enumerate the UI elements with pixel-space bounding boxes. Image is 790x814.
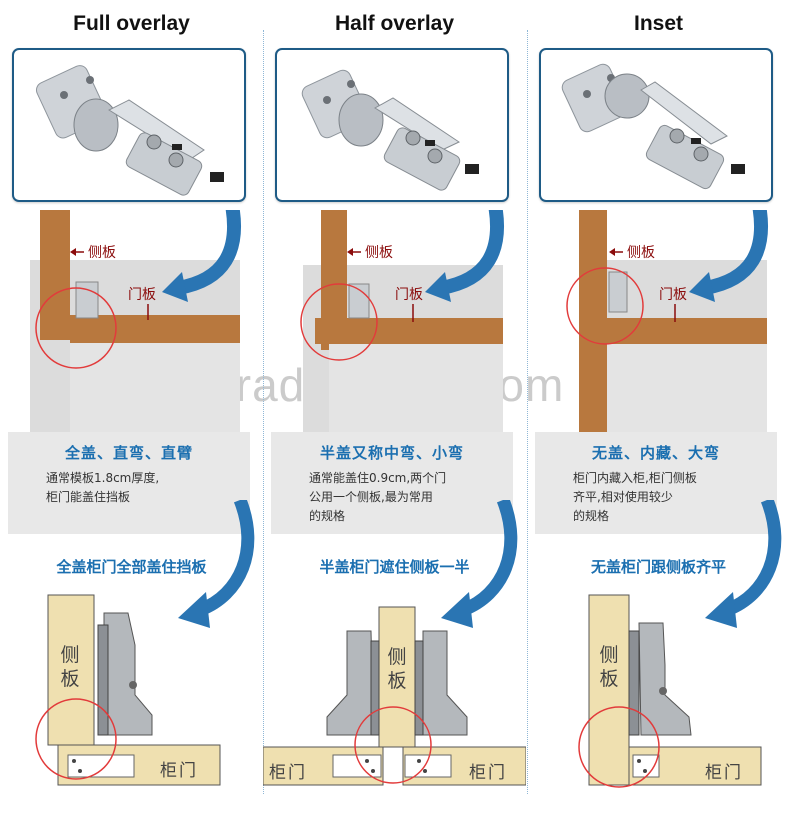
hinge-diagram: 侧板 柜门 柜门 [262, 585, 527, 795]
hinge-photo [539, 48, 773, 202]
column-title: Inset [633, 12, 683, 35]
column-title: Half overlay [334, 12, 455, 35]
diagram-door-left-label: 柜门 [269, 763, 307, 783]
installation-photo: 侧板 门板 [527, 203, 790, 432]
info-heading: 半盖又称中弯、小弯 [319, 444, 464, 462]
curved-arrow-icon [178, 500, 255, 628]
info-text: 通常能盖住0.9cm,两个门 公用一个侧板,最为常用 的规格 [309, 471, 447, 523]
door-panel-label: 门板 [395, 287, 423, 303]
curved-arrow-icon [705, 500, 782, 628]
column-half-overlay: Half overlay 侧板 门板 [262, 0, 527, 814]
side-panel-label: 侧板 [627, 245, 655, 261]
column-full-overlay: Full overlay 侧板 门板 [0, 0, 263, 814]
side-panel-label: 侧板 [365, 245, 393, 261]
info-text: 柜门内藏入柜,柜门侧板 齐平,相对使用较少 的规格 [573, 471, 697, 523]
info-heading: 无盖、内藏、大弯 [591, 444, 720, 462]
door-panel-label: 门板 [128, 287, 156, 303]
info-box: 无盖、内藏、大弯 柜门内藏入柜,柜门侧板 齐平,相对使用较少 的规格 [535, 432, 777, 534]
column-divider [263, 30, 264, 794]
diagram-side-label: 侧板 [387, 646, 407, 692]
hinge-photo [275, 48, 509, 202]
curved-arrow-icon [441, 500, 518, 628]
column-inset: Inset 侧板 门板 无 [527, 0, 790, 814]
hinge-photo [12, 48, 246, 202]
diagram-side-label: 侧板 [60, 644, 80, 690]
subtitle: 无盖柜门跟侧板齐平 [590, 558, 726, 576]
diagram-side-label: 侧板 [599, 644, 619, 690]
info-box: 半盖又称中弯、小弯 通常能盖住0.9cm,两个门 公用一个侧板,最为常用 的规格 [271, 432, 513, 534]
hinge-diagram: 侧板 柜门 [0, 585, 263, 795]
door-panel-label: 门板 [659, 287, 687, 303]
info-text: 通常模板1.8cm厚度, 柜门能盖住挡板 [46, 471, 160, 504]
diagram-door-label: 柜门 [160, 761, 198, 781]
diagram-door-right-label: 柜门 [469, 763, 507, 783]
info-box: 全盖、直弯、直臂 通常模板1.8cm厚度, 柜门能盖住挡板 [8, 432, 250, 534]
hinge-diagram: 侧板 柜门 [527, 585, 790, 795]
side-panel-label: 侧板 [88, 245, 116, 261]
subtitle: 半盖柜门遮住侧板一半 [319, 558, 470, 576]
subtitle: 全盖柜门全部盖住挡板 [56, 558, 207, 576]
column-divider [527, 30, 528, 794]
info-heading: 全盖、直弯、直臂 [64, 444, 193, 462]
column-title: Full overlay [73, 12, 190, 35]
installation-photo: 侧板 门板 [0, 203, 263, 432]
installation-photo: 侧板 门板 [263, 203, 526, 432]
diagram-door-label: 柜门 [705, 763, 743, 783]
